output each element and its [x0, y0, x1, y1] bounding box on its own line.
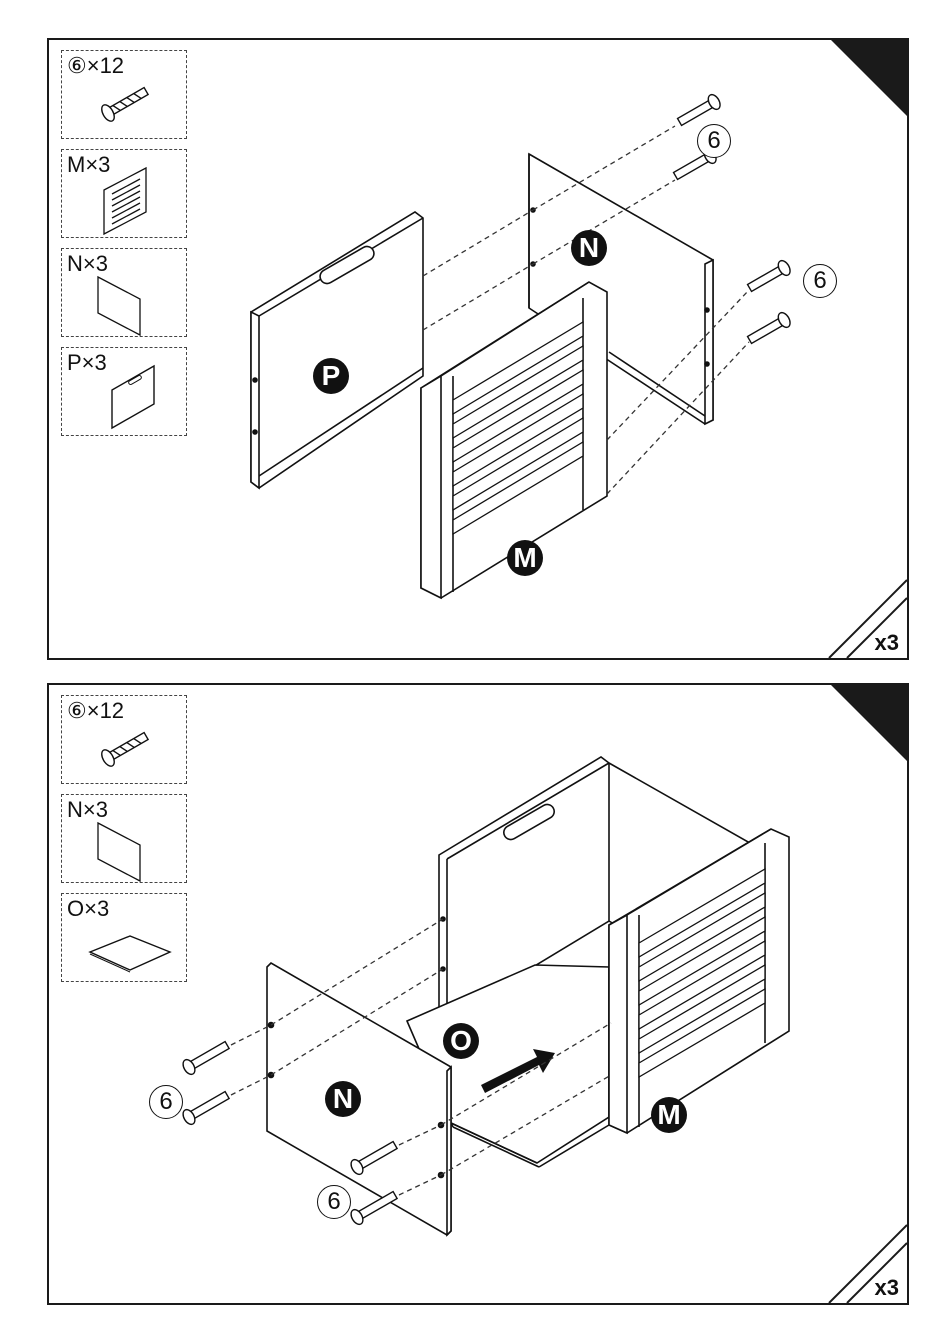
part-box-o: O×3	[61, 893, 187, 982]
screw-number-tag: 6	[317, 1185, 351, 1219]
side-panel-icon	[62, 795, 188, 884]
part-tag-m: M	[651, 1097, 687, 1133]
part-box-screw: ⑥×12	[61, 50, 187, 139]
step-panel-2: ⑥×12 N×3 O×3 O N M 6 6 x3	[47, 683, 909, 1305]
part-box-screw: ⑥×12	[61, 695, 187, 784]
screw-number-tag: 6	[803, 264, 837, 298]
corner-triangle	[831, 685, 907, 761]
part-box-p: P×3	[61, 347, 187, 436]
part-box-n: N×3	[61, 794, 187, 883]
screw-number-tag: 6	[697, 124, 731, 158]
panel-p-drawing	[251, 212, 423, 488]
handle-panel-icon	[62, 348, 188, 437]
part-tag-m: M	[507, 540, 543, 576]
step-panel-1: ⑥×12 M×3 N×3	[47, 38, 909, 660]
screw-number-tag: 6	[149, 1085, 183, 1119]
panel-m-drawing	[609, 829, 789, 1133]
corner-triangle	[831, 40, 907, 116]
screw-icon	[62, 696, 188, 785]
multiplier-label: x3	[875, 1275, 899, 1301]
part-tag-n: N	[571, 230, 607, 266]
part-tag-p: P	[313, 358, 349, 394]
part-box-m: M×3	[61, 149, 187, 238]
part-box-n: N×3	[61, 248, 187, 337]
side-panel-icon	[62, 249, 188, 338]
parts-list: ⑥×12 N×3 O×3	[61, 695, 189, 992]
multiplier-label: x3	[875, 630, 899, 656]
part-tag-o: O	[443, 1023, 479, 1059]
parts-list: ⑥×12 M×3 N×3	[61, 50, 189, 446]
slatted-panel-icon	[62, 150, 188, 239]
part-tag-n: N	[325, 1081, 361, 1117]
screw-icon	[62, 51, 188, 140]
bottom-board-icon	[62, 894, 188, 983]
